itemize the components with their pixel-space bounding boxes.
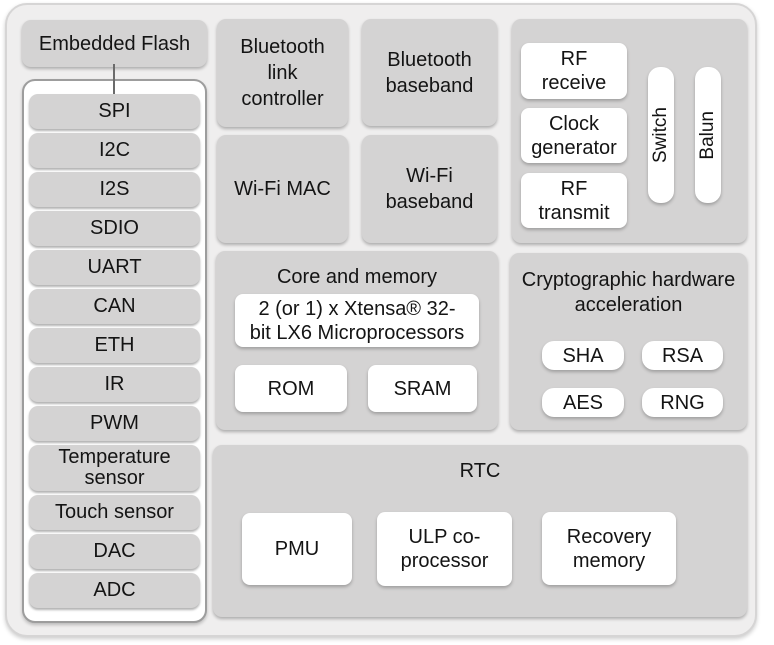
rng-block: RNG (642, 388, 723, 417)
rtc-title: RTC (459, 460, 501, 482)
xtensa-microprocessors-block: 2 (or 1) x Xtensa® 32- bit LX6 Microproc… (235, 294, 479, 347)
wifi-baseband-block: Wi-Fi baseband (362, 135, 497, 243)
peripherals-container: SPI I2C I2S SDIO UART CAN ETH IR PWM Tem… (22, 79, 207, 623)
crypto-acceleration-section: Cryptographic hardware acceleration SHA … (510, 253, 747, 430)
peripheral-pill-touch-sensor: Touch sensor (29, 495, 200, 530)
aes-block: AES (542, 388, 624, 417)
peripheral-pill-i2c: I2C (29, 133, 200, 168)
peripheral-pill-pwm: PWM (29, 406, 200, 441)
rsa-block: RSA (642, 341, 723, 370)
rf-section: RF receive Clock generator RF transmit S… (512, 19, 747, 243)
recovery-memory-block: Recovery memory (542, 512, 676, 585)
peripheral-pill-adc: ADC (29, 573, 200, 608)
pmu-block: PMU (242, 513, 352, 585)
sram-block: SRAM (368, 365, 477, 412)
rf-receive-block: RF receive (521, 43, 627, 99)
sha-block: SHA (542, 341, 624, 370)
peripheral-pill-can: CAN (29, 289, 200, 324)
embedded-flash-label: Embedded Flash (38, 32, 191, 55)
peripheral-pill-temperature-sensor: Temperature sensor (29, 445, 200, 491)
crypto-acceleration-title: Cryptographic hardware acceleration (521, 269, 736, 316)
peripheral-pill-eth: ETH (29, 328, 200, 363)
rf-transmit-block: RF transmit (521, 173, 627, 228)
bluetooth-link-controller-block: Bluetooth link controller (217, 19, 348, 127)
core-and-memory-section: Core and memory 2 (or 1) x Xtensa® 32- b… (216, 251, 498, 430)
peripheral-pill-spi: SPI (29, 94, 200, 129)
ulp-coprocessor-block: ULP co-processor (377, 512, 512, 586)
peripheral-pill-ir: IR (29, 367, 200, 402)
embedded-flash-block: Embedded Flash (22, 20, 207, 67)
peripheral-pill-uart: UART (29, 250, 200, 285)
rtc-section: RTC PMU ULP co-processor Recovery memory (213, 445, 747, 617)
peripheral-pill-i2s: I2S (29, 172, 200, 207)
bluetooth-baseband-block: Bluetooth baseband (362, 19, 497, 126)
wifi-mac-block: Wi-Fi MAC (217, 135, 348, 243)
core-and-memory-title: Core and memory (276, 266, 438, 288)
balun-block: Balun (695, 67, 721, 203)
peripheral-pill-sdio: SDIO (29, 211, 200, 246)
peripheral-pill-dac: DAC (29, 534, 200, 569)
flash-to-peripherals-connector-line (113, 64, 115, 94)
clock-generator-block: Clock generator (521, 108, 627, 163)
rom-block: ROM (235, 365, 347, 412)
switch-block: Switch (648, 67, 674, 203)
